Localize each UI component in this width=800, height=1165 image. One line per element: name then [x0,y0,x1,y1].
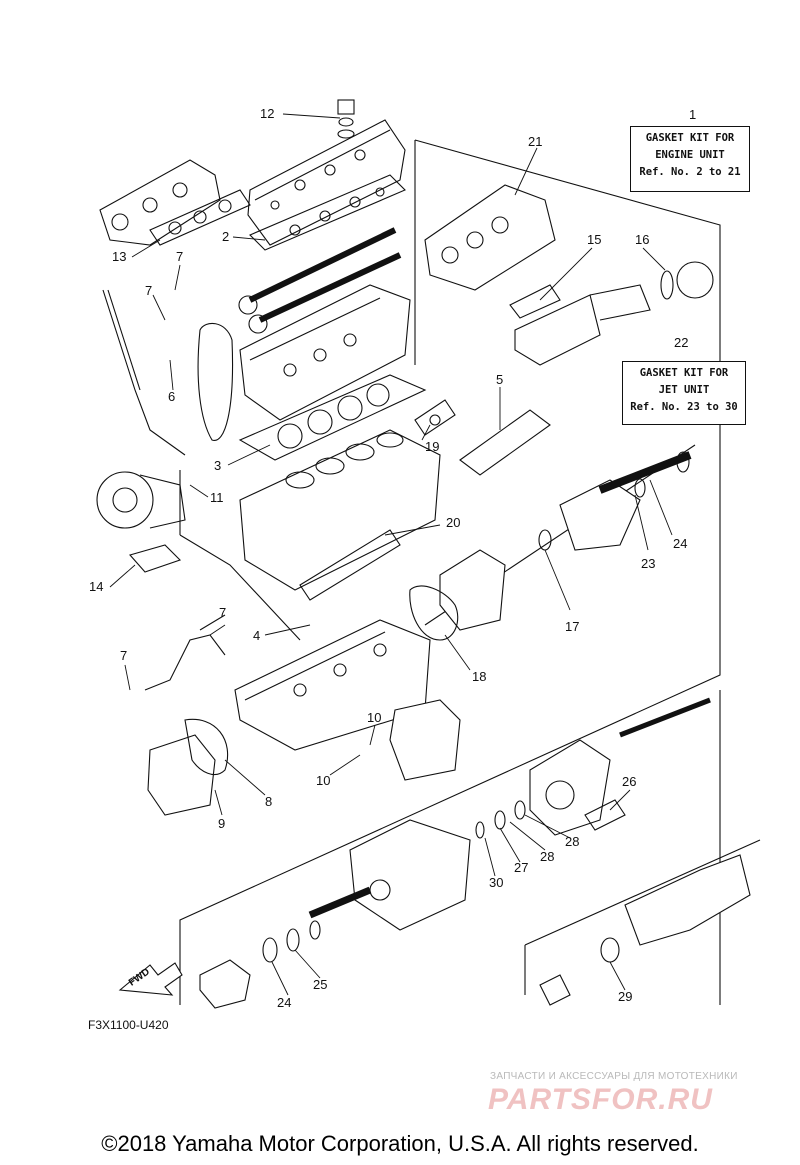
cylinder-block [239,429,441,591]
dipstick [102,289,186,456]
callout-3: 3 [214,458,222,473]
exhaust-gasket-15 [509,284,561,319]
callout-22: 22 [674,335,689,350]
watermark-logo: PARTSFOR.RU [488,1083,713,1116]
watermark-tagline: ЗАПЧАСТИ И АКСЕССУАРЫ ДЛЯ МОТОТЕХНИКИ [490,1071,738,1082]
callout-13: 13 [112,249,127,264]
callout-7b: 7 [145,283,153,298]
cover-gasket [249,174,406,251]
callout-9: 9 [218,816,226,831]
callout-29: 29 [618,989,633,1004]
callout-25: 25 [313,977,328,992]
drive-shaft-housing [538,451,692,551]
callout-21: 21 [528,134,543,149]
callout-28b: 28 [540,849,555,864]
callout-7a: 7 [176,249,184,264]
callout-26: 26 [622,774,637,789]
callout-30: 30 [489,875,504,890]
jet-pump-housing [409,549,506,641]
oil-cooler [459,409,551,476]
callout-27: 27 [514,860,529,875]
timing-chain [197,322,234,441]
callout-19: 19 [425,439,440,454]
oil-pan-gasket [299,529,401,601]
callout-8: 8 [265,794,273,809]
oil-cap [337,99,355,139]
manifold-gaskets [149,189,251,246]
jet-pump-main [308,819,471,931]
intake-manifold [424,184,556,291]
callout-10a: 10 [367,710,382,725]
seals-24-25 [262,920,321,963]
jet-kit-line-2: JET UNIT [658,384,710,396]
callout-24a: 24 [673,536,688,551]
engine-kit-line-2: ENGINE UNIT [655,149,725,161]
jet-kit-line-1: GASKET KIT FOR [639,367,729,379]
pump-cover-gasket [584,799,626,831]
callout-2: 2 [222,229,230,244]
oil-pump [389,699,461,781]
callout-23: 23 [641,556,656,571]
coupling-housing [199,959,251,1009]
callout-7d: 7 [120,648,128,663]
callout-17: 17 [565,619,580,634]
leader-lines [109,113,673,996]
callout-6: 6 [168,389,176,404]
camshafts [238,227,402,334]
callout-24b: 24 [277,995,292,1010]
exhaust-manifold-left [99,159,221,246]
callout-15: 15 [587,232,602,247]
cylinder-head-cover [247,119,406,246]
oil-pipes [144,614,226,691]
callout-1: 1 [689,107,697,122]
jet-kit-line-3: Ref. No. 23 to 30 [630,401,738,413]
jet-gasket-kit-label: GASKET KIT FOR JET UNIT Ref. No. 23 to 3… [622,361,746,425]
nozzle [539,854,751,1006]
exhaust-pipe [514,284,651,366]
callout-18: 18 [472,669,487,684]
engine-kit-line-3: Ref. No. 2 to 21 [639,166,741,178]
figure-code: F3X1100-U420 [88,1018,169,1032]
callout-11: 11 [210,490,224,505]
callout-7c: 7 [219,605,227,620]
head-gasket [238,374,427,461]
cylinder-head [239,284,411,421]
impeller-shaft [619,697,711,738]
exhaust-joint [660,261,714,300]
turbocharger [96,471,186,529]
generator-cover [147,718,229,816]
seals-27-28-30 [475,800,526,839]
callout-12: 12 [260,106,275,121]
callout-14: 14 [89,579,104,594]
thermostat [414,399,456,436]
callout-28a: 28 [565,834,580,849]
engine-kit-line-1: GASKET KIT FOR [645,132,735,144]
callout-10b: 10 [316,773,331,788]
callout-5: 5 [496,372,504,387]
engine-gasket-kit-label: GASKET KIT FOR ENGINE UNIT Ref. No. 2 to… [630,126,750,192]
turbo-gasket [129,544,182,573]
callout-4: 4 [253,628,261,643]
callout-16: 16 [635,232,650,247]
fwd-arrow [118,962,183,996]
intake-housing [529,739,611,836]
callout-20: 20 [446,515,461,530]
copyright-notice: ©2018 Yamaha Motor Corporation, U.S.A. A… [101,1131,699,1156]
